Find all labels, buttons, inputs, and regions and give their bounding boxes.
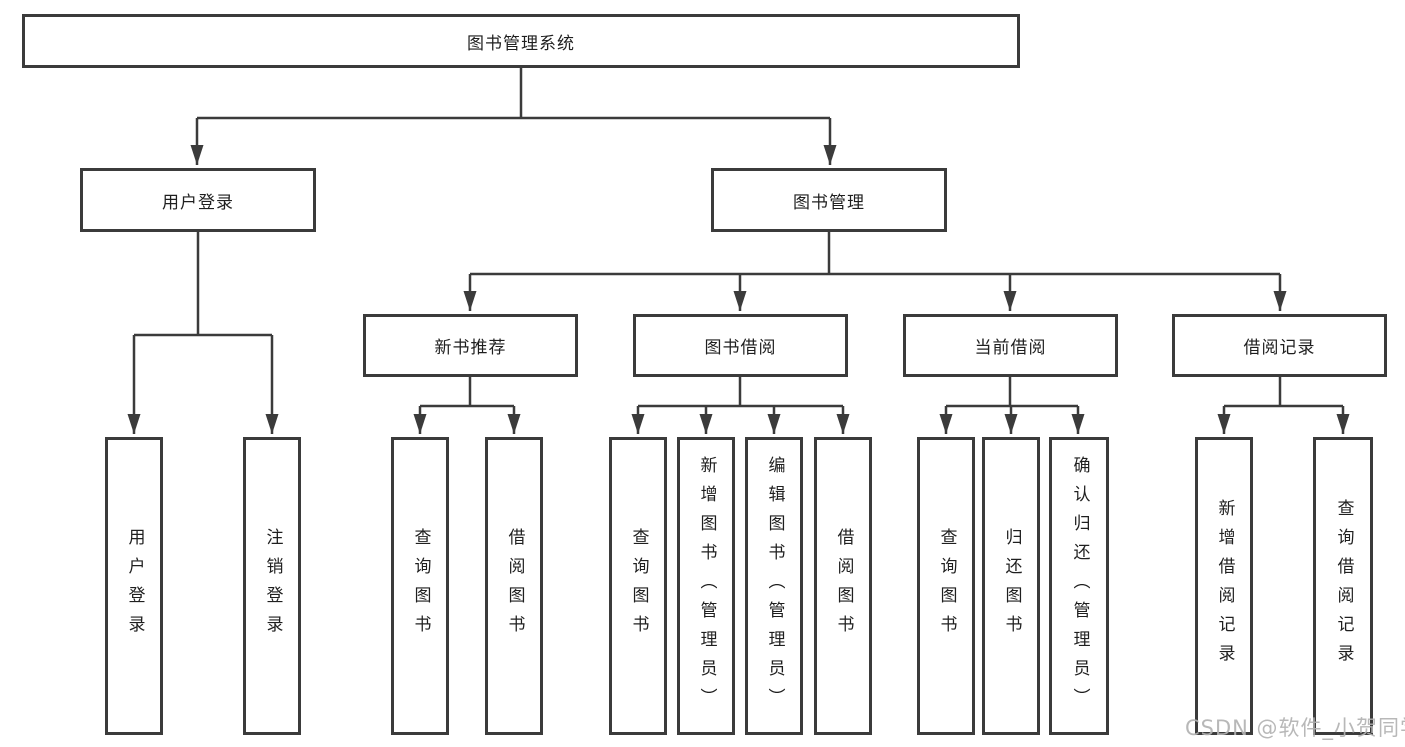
node-label: 查询图书 <box>410 528 431 644</box>
node-label: 图书管理系统 <box>467 33 575 54</box>
node-label: 图书管理 <box>793 192 865 213</box>
node-leaf-confirm-return-admin: 确认归还（管理员） <box>1049 437 1109 735</box>
connector-user-login-children <box>127 232 279 434</box>
connector-book-borrow-children <box>631 377 850 434</box>
node-label: 借阅图书 <box>504 528 525 644</box>
connector-current-borrow-children <box>939 377 1085 434</box>
node-label: 查询借阅记录 <box>1333 499 1354 673</box>
node-leaf-borrow-books: 借阅图书 <box>814 437 872 735</box>
node-book-management-group: 图书管理 <box>711 168 947 232</box>
node-label: 新增图书（管理员） <box>696 455 717 717</box>
node-label: 图书借阅 <box>704 338 777 358</box>
node-leaf-logout: 注销登录 <box>243 437 301 735</box>
node-current-borrowing: 当前借阅 <box>903 314 1118 377</box>
node-label: 新增借阅记录 <box>1214 499 1235 673</box>
node-user-login-group: 用户登录 <box>80 168 316 232</box>
node-leaf-edit-books-admin: 编辑图书（管理员） <box>745 437 803 735</box>
node-label: 确认归还（管理员） <box>1069 455 1090 717</box>
node-label: 编辑图书（管理员） <box>764 455 785 717</box>
node-label: 新书推荐 <box>434 338 507 358</box>
node-label: 查询图书 <box>936 528 957 644</box>
node-leaf-query-books-rec: 查询图书 <box>391 437 449 735</box>
csdn-watermark: CSDN @软件_小贺同学 <box>1185 716 1405 740</box>
node-label: 用户登录 <box>124 528 145 644</box>
node-label: 借阅记录 <box>1243 338 1316 358</box>
node-leaf-borrow-books-rec: 借阅图书 <box>485 437 543 735</box>
node-leaf-query-borrow-record: 查询借阅记录 <box>1313 437 1373 735</box>
node-leaf-return-books: 归还图书 <box>982 437 1040 735</box>
node-label: 当前借阅 <box>974 338 1047 358</box>
node-leaf-query-books-current: 查询图书 <box>917 437 975 735</box>
node-label: 注销登录 <box>262 528 283 644</box>
connector-root-to-level2 <box>190 68 837 165</box>
node-new-book-recommend: 新书推荐 <box>363 314 578 377</box>
connector-new-book-rec-children <box>413 377 521 434</box>
node-leaf-add-books-admin: 新增图书（管理员） <box>677 437 735 735</box>
node-label: 归还图书 <box>1001 528 1022 644</box>
node-leaf-add-borrow-record: 新增借阅记录 <box>1195 437 1253 735</box>
node-leaf-query-books-borrow: 查询图书 <box>609 437 667 735</box>
node-label: 用户登录 <box>162 192 234 213</box>
node-library-management-system: 图书管理系统 <box>22 14 1020 68</box>
connector-book-mgmt-children <box>463 232 1287 311</box>
node-book-borrowing: 图书借阅 <box>633 314 848 377</box>
node-label: 查询图书 <box>628 528 649 644</box>
node-label: 借阅图书 <box>833 528 854 644</box>
node-leaf-user-login: 用户登录 <box>105 437 163 735</box>
node-borrowing-records: 借阅记录 <box>1172 314 1387 377</box>
connector-borrow-records-children <box>1217 377 1350 434</box>
